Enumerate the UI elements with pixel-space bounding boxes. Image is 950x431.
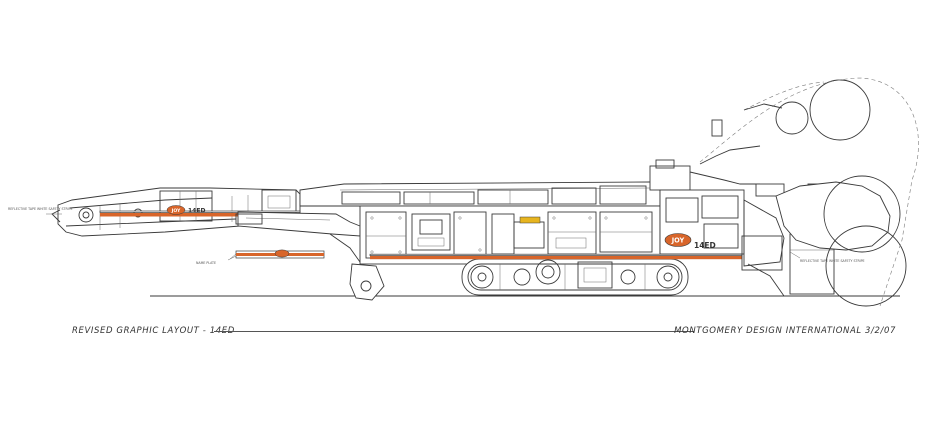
- front-step: [329, 233, 385, 301]
- crawler-track: [461, 258, 689, 296]
- drawing-credit: MONTGOMERY DESIGN INTERNATIONAL 3/2/07: [674, 326, 896, 336]
- machine-body: [299, 181, 661, 265]
- svg-text:JOY: JOY: [671, 237, 685, 245]
- svg-text:REFLECTIVE TAPE WHITE SAFETY S: REFLECTIVE TAPE WHITE SAFETY STRIPE: [800, 259, 865, 263]
- rear-model-badge: 14ED: [694, 241, 716, 250]
- boom-arm: [235, 211, 361, 237]
- svg-text:JOY: JOY: [171, 208, 181, 214]
- warning-decal: [519, 216, 541, 224]
- boom-logo: JOY: [166, 205, 186, 215]
- rear-logo: JOY: [664, 233, 692, 247]
- svg-text:NAME PLATE: NAME PLATE: [196, 261, 216, 265]
- boom-safety-stripe: [100, 213, 300, 217]
- drawing-title: REVISED GRAPHIC LAYOUT - 14ED: [72, 326, 235, 336]
- svg-text:REFLECTIVE TAPE WHITE SAFETY S: REFLECTIVE TAPE WHITE SAFETY STRIPE: [8, 207, 73, 211]
- callout-left: REFLECTIVE TAPE WHITE SAFETY STRIPE: [8, 207, 73, 215]
- callout-nameplate: NAME PLATE: [196, 255, 237, 265]
- cutter-drums: [699, 77, 919, 307]
- body-safety-stripe: [370, 256, 742, 260]
- title-rule: [214, 331, 694, 332]
- callout-right: REFLECTIVE TAPE WHITE SAFETY STRIPE: [789, 251, 865, 263]
- name-plate: [229, 249, 325, 260]
- boom-model-badge: 14ED: [188, 208, 205, 215]
